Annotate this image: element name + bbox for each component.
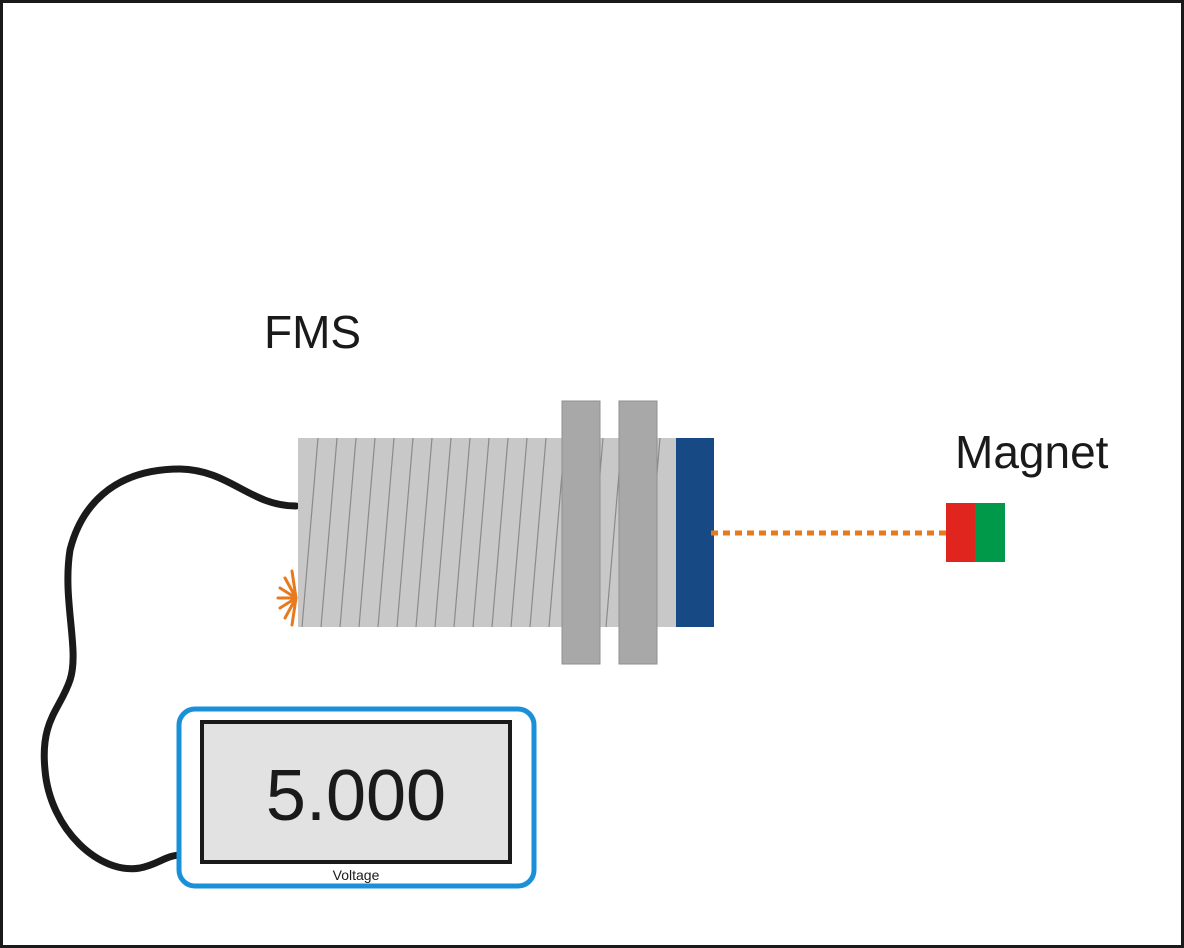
sensor-face [676,438,714,627]
thread-line [434,437,452,628]
magnet-pole-green [975,503,1005,562]
thread-line [472,437,490,628]
thread-line [377,437,395,628]
thread-line [491,437,509,628]
thread-line [453,437,471,628]
mounting-nut-left [561,400,601,665]
thread-line [510,437,528,628]
thread-line [529,437,547,628]
thread-line [339,437,357,628]
magnet-label: Magnet [955,426,1109,478]
magnet-pole-red [946,503,975,562]
thread-line [358,437,376,628]
thread-line [415,437,433,628]
thread-line [396,437,414,628]
meter-screen [200,720,512,864]
mounting-nut-right [618,400,658,665]
thread-line [301,437,319,628]
meter-caption: Voltage [333,867,380,883]
meter-reading: 5.000 [266,756,446,836]
led-indicator-icon [276,569,298,627]
sensor-label: FMS [264,306,361,358]
thread-line [320,437,338,628]
sensor-cable [40,465,300,873]
